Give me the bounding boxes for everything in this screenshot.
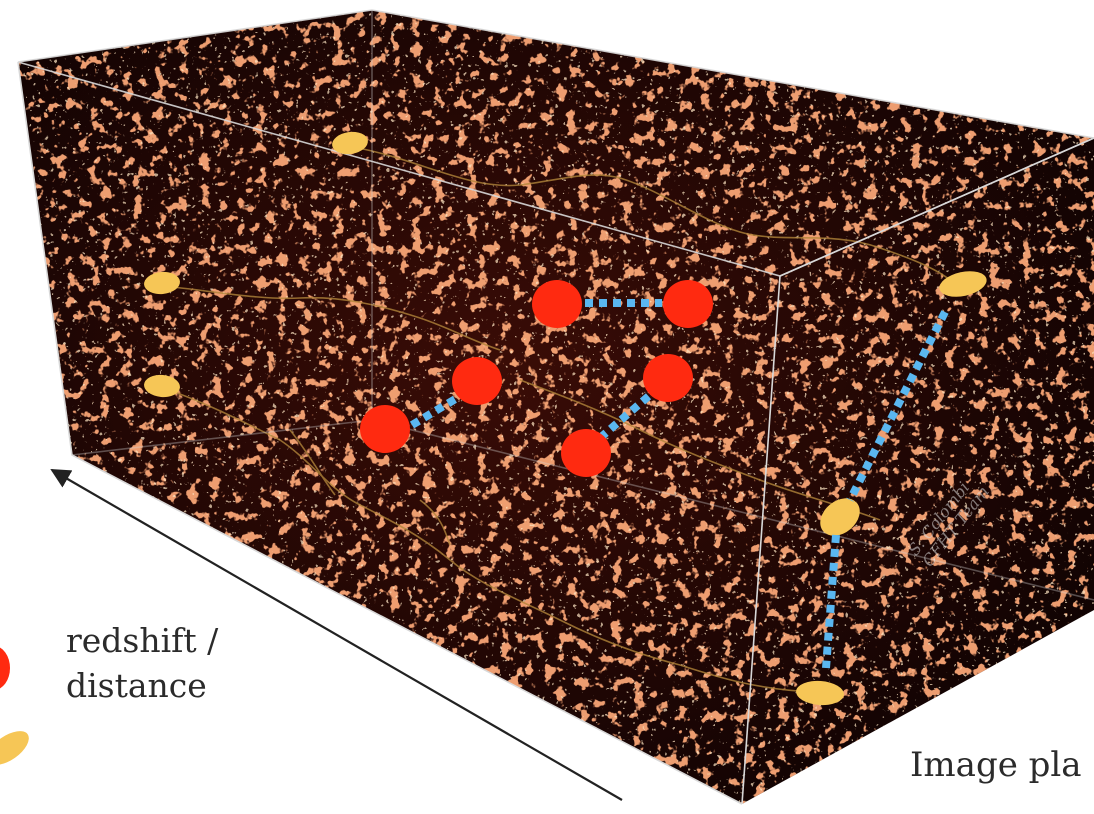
dashed-link-icon: [597, 391, 653, 442]
filament-traces: [159, 147, 951, 693]
galaxy-ellipse-icon: [796, 680, 844, 706]
lens-galaxies: [360, 280, 713, 477]
image-plane-label: Image pla: [910, 745, 1082, 785]
dashed-link-icon: [409, 391, 465, 429]
galaxy-ellipse-icon: [643, 354, 693, 402]
redshift-distance-label: redshift / distance: [66, 618, 218, 708]
survey-volume: [18, 10, 1094, 804]
correlation-links: [409, 299, 949, 669]
box-wireframe: [17, 9, 1094, 805]
galaxy-ellipse-icon: [939, 271, 987, 297]
galaxy-ellipse-icon: [820, 498, 860, 536]
galaxy-ellipse-icon: [332, 131, 368, 155]
arrow-icon: [50, 469, 623, 801]
redshift-arrow: [50, 469, 623, 801]
galaxy-ellipse-icon: [360, 405, 410, 453]
galaxy-ellipse-icon: [561, 429, 611, 477]
dashed-link-icon: [846, 310, 949, 502]
axis-label-line1: redshift /: [66, 621, 219, 660]
axis-label-line2: distance: [66, 666, 207, 705]
galaxy-ellipse-icon: [0, 731, 29, 765]
background-galaxies: [144, 131, 987, 706]
galaxy-ellipse-icon: [452, 357, 502, 405]
edge-fragments: [0, 647, 29, 765]
galaxy-ellipse-icon: [144, 271, 180, 295]
galaxy-ellipse-icon: [532, 280, 582, 328]
galaxy-ellipse-icon: [663, 280, 713, 328]
galaxy-ellipse-icon: [144, 374, 180, 398]
galaxy-ellipse-icon: [0, 647, 10, 689]
